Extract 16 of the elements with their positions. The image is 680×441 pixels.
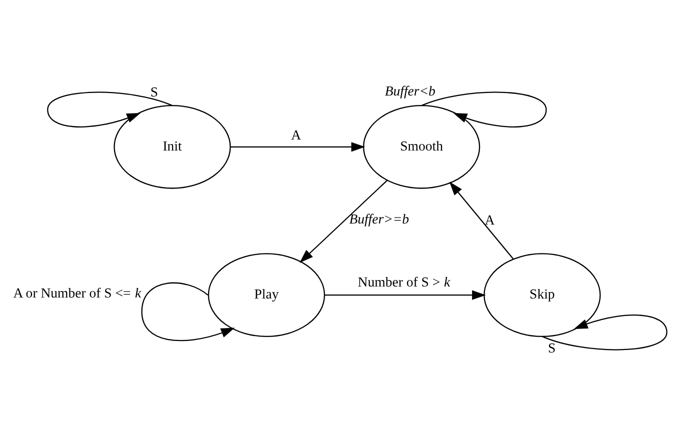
arrow xyxy=(324,290,486,300)
node-ellipse: Init xyxy=(114,104,231,188)
arrow xyxy=(300,180,388,262)
edge-label: S xyxy=(150,84,158,100)
arrow xyxy=(141,282,235,341)
edge-label: A xyxy=(291,127,302,142)
arrow xyxy=(230,142,366,152)
edge-label: A xyxy=(484,212,495,228)
edge-label: A or Number of S <= k xyxy=(13,285,142,300)
edge-label: S xyxy=(548,340,556,355)
node-ellipse: Skip xyxy=(484,252,601,337)
node-ellipse: Smooth xyxy=(362,104,480,188)
edge-label: Buffer<b xyxy=(384,82,436,98)
edge-label: Number of S > k xyxy=(358,274,450,290)
arrow xyxy=(449,181,514,259)
edge-label: Buffer>=b xyxy=(349,210,410,226)
